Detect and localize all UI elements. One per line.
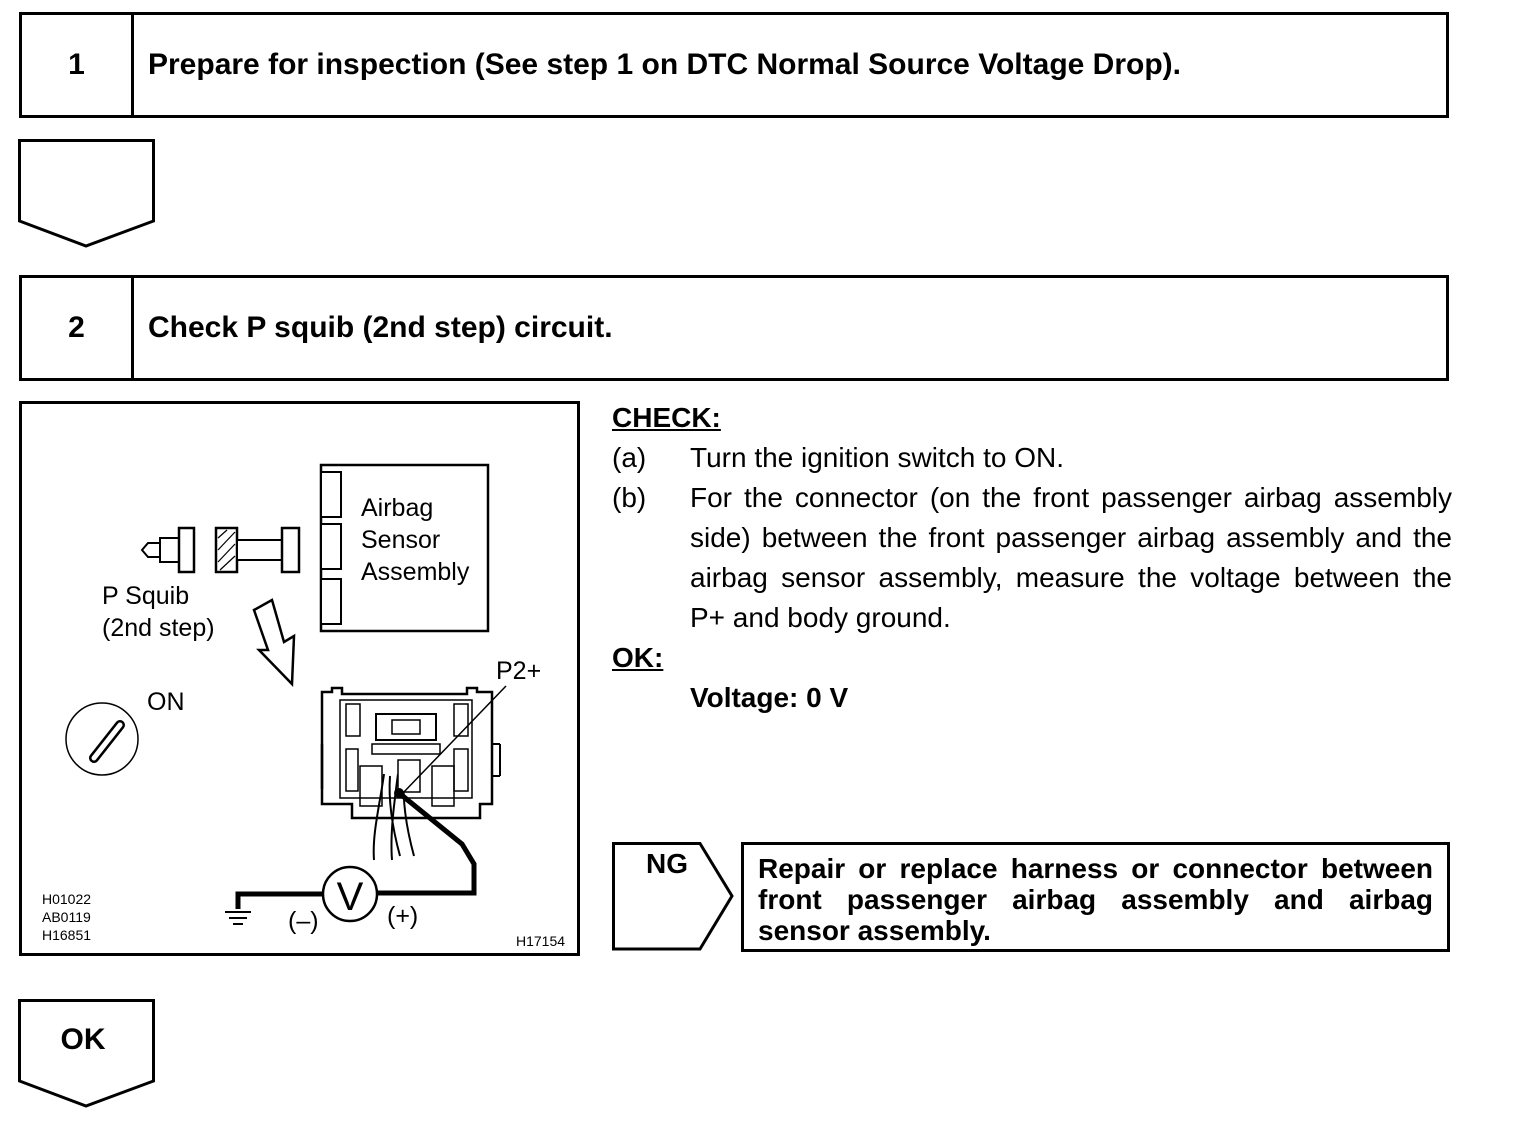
check-item-text: For the connector (on the front passenge…: [690, 482, 1452, 633]
hollow-down-arrow-icon: [252, 598, 296, 687]
negative-test-lead: [235, 891, 323, 909]
step-1-number: 1: [22, 15, 134, 115]
airbag-connector-icon: [320, 686, 501, 861]
step-2-box: 2 Check P squib (2nd step) circuit.: [19, 275, 1449, 381]
check-item: (a) Turn the ignition switch to ON.: [612, 438, 1452, 478]
airbag-sensor-assembly-icon: [319, 463, 490, 633]
figure-code-1: H01022: [42, 891, 91, 907]
ok-arrow-label: OK: [60, 1023, 106, 1056]
ok-heading: OK:: [612, 642, 664, 673]
terminal-p2plus-label: P2+: [496, 657, 541, 685]
ok-down-arrow: OK: [18, 999, 156, 1109]
flow-down-arrow-1: [18, 139, 156, 249]
figure-code-4: H17154: [516, 933, 565, 949]
plus-label: (+): [387, 902, 418, 930]
body-ground-icon: [225, 911, 251, 925]
step-2-title: Check P squib (2nd step) circuit.: [148, 311, 613, 344]
ng-arrow: NG: [612, 842, 738, 954]
probe-tip-icon: [394, 788, 404, 798]
check-instructions: CHECK: (a) Turn the ignition switch to O…: [612, 398, 1452, 718]
terminal-leader-line: [401, 685, 507, 795]
voltmeter-label: V: [337, 875, 364, 919]
figure-code-3: H16851: [42, 927, 91, 943]
on-label: ON: [147, 688, 185, 716]
check-heading: CHECK:: [612, 402, 721, 433]
squib-label-line2: (2nd step): [102, 614, 215, 642]
check-item: (b) For the connector (on the front pass…: [612, 478, 1452, 638]
sensor-label-line3: Assembly: [361, 558, 470, 586]
sensor-label-line1: Airbag: [361, 494, 433, 522]
ignition-switch-icon: [65, 702, 139, 776]
check-item-text: Turn the ignition switch to ON.: [690, 442, 1065, 473]
positive-test-lead: [377, 791, 477, 896]
check-item-label: (a): [612, 442, 647, 473]
figure-code-2: AB0119: [42, 909, 91, 925]
minus-label: (–): [288, 907, 319, 935]
ng-action-box: Repair or replace harness or connector b…: [741, 842, 1450, 952]
step-2-number: 2: [22, 278, 134, 378]
check-item-label: (b): [612, 482, 647, 513]
squib-label-line1: P Squib: [102, 582, 189, 610]
inspection-diagram: Airbag Sensor Assembly P Squib (2nd step…: [19, 401, 580, 956]
sensor-label-line2: Sensor: [361, 526, 440, 554]
step-1-title: Prepare for inspection (See step 1 on DT…: [148, 48, 1181, 81]
ng-action-text: Repair or replace harness or connector b…: [758, 853, 1433, 946]
ok-value: Voltage: 0 V: [690, 682, 849, 713]
squib-connector-icon: [140, 526, 301, 574]
ng-label: NG: [646, 848, 688, 879]
step-1-box: 1 Prepare for inspection (See step 1 on …: [19, 12, 1449, 118]
